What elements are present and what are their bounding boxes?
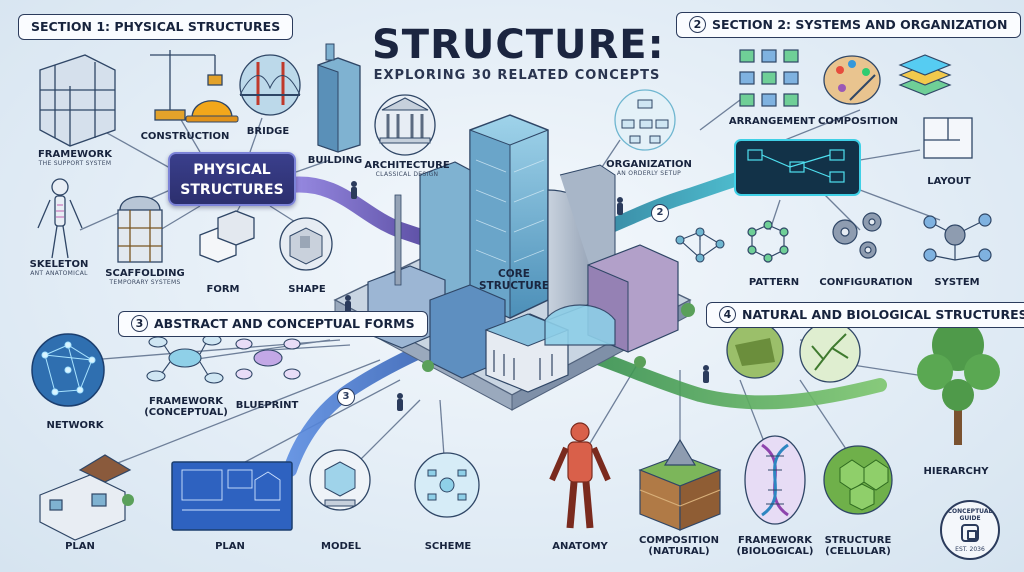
label-composition: COMPOSITION: [818, 116, 898, 127]
arrangement-grid-icon: [739, 49, 799, 107]
people-figures: [345, 181, 709, 411]
network-globe-icon: [31, 333, 105, 407]
architecture-icon: [374, 94, 436, 156]
section-1-label: SECTION 1: PHYSICAL STRUCTURES: [31, 19, 281, 34]
label-plan-house: PLAN: [65, 541, 95, 552]
system-gears-network-icon: [923, 213, 992, 262]
pattern-network-icon: [675, 227, 725, 263]
section-1-header: SECTION 1: PHYSICAL STRUCTURES: [18, 14, 294, 40]
section-2-header: 2 SECTION 2: SYSTEMS AND ORGANIZATION: [676, 12, 1021, 38]
path-natural: [553, 338, 887, 410]
section-3-label: ABSTRACT AND CONCEPTUAL FORMS: [154, 316, 415, 331]
blueprint-plan-icon: [171, 461, 293, 531]
page-subtitle: EXPLORING 30 RELATED CONCEPTS: [373, 68, 661, 83]
palette-icon: [823, 55, 881, 105]
core-line-2: STRUCTURE: [479, 280, 549, 292]
label-scheme: SCHEME: [424, 541, 472, 552]
pattern-molecule-icon: [747, 220, 789, 263]
branching-icon: [799, 321, 861, 383]
model-cube-icon: [309, 449, 371, 511]
label-framework-biological: FRAMEWORK(BIOLOGICAL): [736, 535, 814, 557]
scheme-circuit-icon: [414, 452, 480, 518]
label-plan-blueprint: PLAN: [215, 541, 245, 552]
label-anatomy: ANATOMY: [552, 541, 608, 552]
path-number-3: 3: [337, 388, 355, 406]
core-structure-label: CORE STRUCTURE: [474, 268, 554, 292]
blueprint-mindmap-icon: [235, 338, 301, 380]
conceptual-guide-badge: CONCEPTUAL GUIDE EST. 2036: [940, 500, 1000, 560]
label-configuration: CONFIGURATION: [819, 277, 913, 288]
label-building: BUILDING: [307, 155, 363, 166]
label-layout: LAYOUT: [927, 176, 971, 187]
core-line-1: CORE: [498, 268, 530, 280]
badge-logo-icon: [961, 523, 979, 542]
section-4-header: 4 NATURAL AND BIOLOGICAL STRUCTURES: [706, 302, 1024, 328]
layout-floorplan-icon: [923, 117, 973, 159]
bridge-icon: [239, 54, 301, 116]
layers-icon: [898, 54, 952, 96]
label-construction: CONSTRUCTION: [140, 131, 230, 142]
path-number-2: 2: [651, 204, 669, 222]
house-plan-icon: [39, 454, 134, 541]
label-hierarchy: HIERARCHY: [923, 466, 989, 477]
form-cubes-icon: [199, 210, 255, 263]
building-icon: [317, 43, 361, 153]
skeleton-icon: [37, 178, 83, 259]
cell-icon: [823, 445, 893, 515]
construction-crane-icon: [150, 50, 223, 121]
tree-icon: [917, 319, 1000, 445]
badge-line-2: EST. 2036: [955, 545, 985, 553]
section-4-label: NATURAL AND BIOLOGICAL STRUCTURES: [742, 307, 1024, 322]
mindmap-icon: [146, 334, 224, 384]
label-model: MODEL: [321, 541, 361, 552]
label-form: FORM: [206, 284, 240, 295]
label-shape: SHAPE: [288, 284, 326, 295]
page-title: STRUCTURE:: [372, 22, 665, 68]
framework-icon: [39, 54, 116, 147]
section-2-label: SECTION 2: SYSTEMS AND ORGANIZATION: [712, 17, 1008, 32]
label-structure-cellular: STRUCTURE(CELLULAR): [824, 535, 892, 557]
scaffolding-icon: [117, 196, 163, 263]
label-composition-natural: COMPOSITION(NATURAL): [639, 535, 719, 557]
label-pattern: PATTERN: [748, 277, 800, 288]
label-network: NETWORK: [46, 420, 104, 431]
geology-icon: [726, 321, 784, 379]
flow-diagram-panel-icon: [734, 139, 861, 196]
label-framework-conceptual: FRAMEWORK(CONCEPTUAL): [144, 396, 228, 418]
anatomy-body-icon: [549, 422, 611, 529]
hard-hat-icon: [185, 100, 239, 123]
badge-line-1: CONCEPTUAL GUIDE: [947, 507, 993, 522]
physical-structures-callout: PHYSICAL STRUCTURES: [168, 152, 296, 206]
label-blueprint: BLUEPRINT: [235, 400, 299, 411]
label-arrangement: ARRANGEMENT: [728, 116, 816, 127]
organization-chart-icon: [614, 89, 676, 151]
section-2-number: 2: [689, 16, 706, 33]
section-4-number: 4: [719, 306, 736, 323]
shape-icon: [279, 217, 333, 271]
label-system: SYSTEM: [934, 277, 980, 288]
configuration-gears-icon: [832, 212, 882, 259]
callout-line-2: STRUCTURES: [180, 182, 284, 198]
section-3-header: 3 ABSTRACT AND CONCEPTUAL FORMS: [118, 311, 428, 337]
section-3-number: 3: [131, 315, 148, 332]
label-bridge: BRIDGE: [246, 126, 290, 137]
callout-line-1: PHYSICAL: [193, 162, 271, 178]
dna-icon: [744, 435, 806, 525]
terrain-layers-icon: [638, 438, 722, 531]
